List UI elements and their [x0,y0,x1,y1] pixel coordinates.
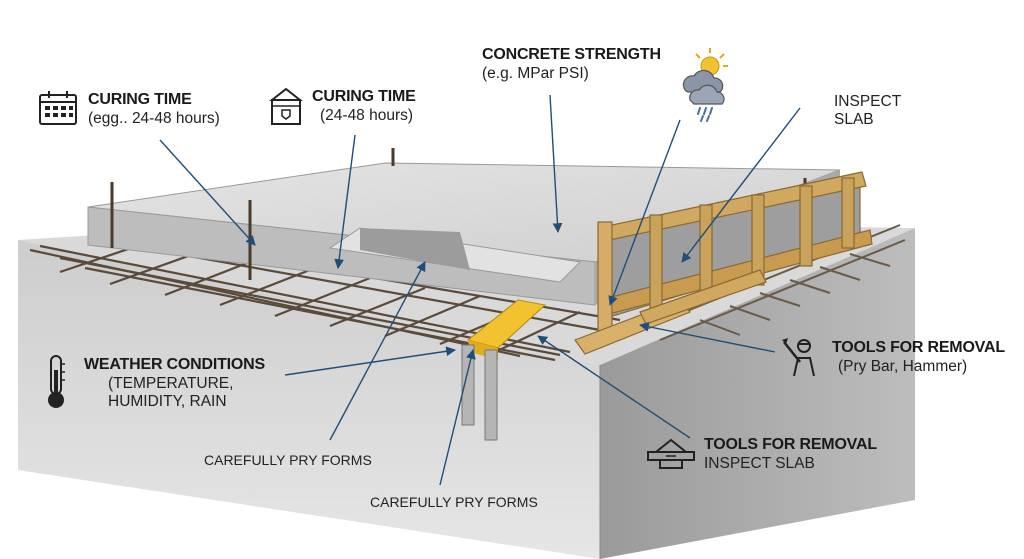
inspect-slab-top-label: INSPECT SLAB [834,93,901,130]
curing-time-detail-2: (24-48 hours) [320,106,414,124]
sun-cloud-rain-icon [682,48,728,122]
formwork-box-icon [269,87,303,125]
weather-conditions-title: WEATHER CONDITIONS [84,356,265,373]
concrete-strength-title: CONCRETE STRENGTH [482,46,661,63]
inspect-tool-icon [647,438,695,469]
weather-conditions-line2: HUMIDITY, RAIN [108,393,227,411]
curing-time-title-2: CURING TIME [312,88,416,105]
tools-for-removal-detail-2: INSPECT SLAB [704,454,815,472]
weather-conditions-label: WEATHER CONDITIONS (TEMPERATURE, HUMIDIT… [84,356,265,411]
wooden-formwork [574,171,873,355]
yellow-strap [461,299,547,441]
thermometer-icon [48,355,65,408]
inspect-slab-line1: INSPECT [834,93,902,110]
weather-conditions-line1: (TEMPERATURE, [108,374,234,392]
carefully-pry-forms-label-2: CAREFULLY PRY FORMS [370,494,538,510]
concrete-strength-label: CONCRETE STRENGTH (e.g. MPar PSI) [482,46,661,83]
leader-lines [159,94,801,486]
curing-time-label-2: CURING TIME (24-48 hours) [312,88,416,125]
tools-for-removal-detail-1: (Pry Bar, Hammer) [838,357,968,375]
worker-tools-icon [782,338,815,377]
tools-for-removal-title-2: TOOLS FOR REMOVAL [704,436,877,453]
curing-time-title-1: CURING TIME [88,91,192,108]
curing-time-label-1: CURING TIME (egg.. 24-48 hours) [88,91,220,128]
tools-for-removal-label-2: TOOLS FOR REMOVAL INSPECT SLAB [704,436,877,473]
carefully-pry-forms-label-1: CAREFULLY PRY FORMS [204,452,372,468]
tools-for-removal-title-1: TOOLS FOR REMOVAL [832,339,1005,356]
curing-time-detail-1: (egg.. 24-48 hours) [88,109,220,127]
tools-for-removal-label-1: TOOLS FOR REMOVAL (Pry Bar, Hammer) [832,339,1005,376]
calendar-icon [39,91,77,125]
inspect-slab-line2: SLAB [834,111,874,129]
concrete-strength-detail: (e.g. MPar PSI) [482,64,589,82]
